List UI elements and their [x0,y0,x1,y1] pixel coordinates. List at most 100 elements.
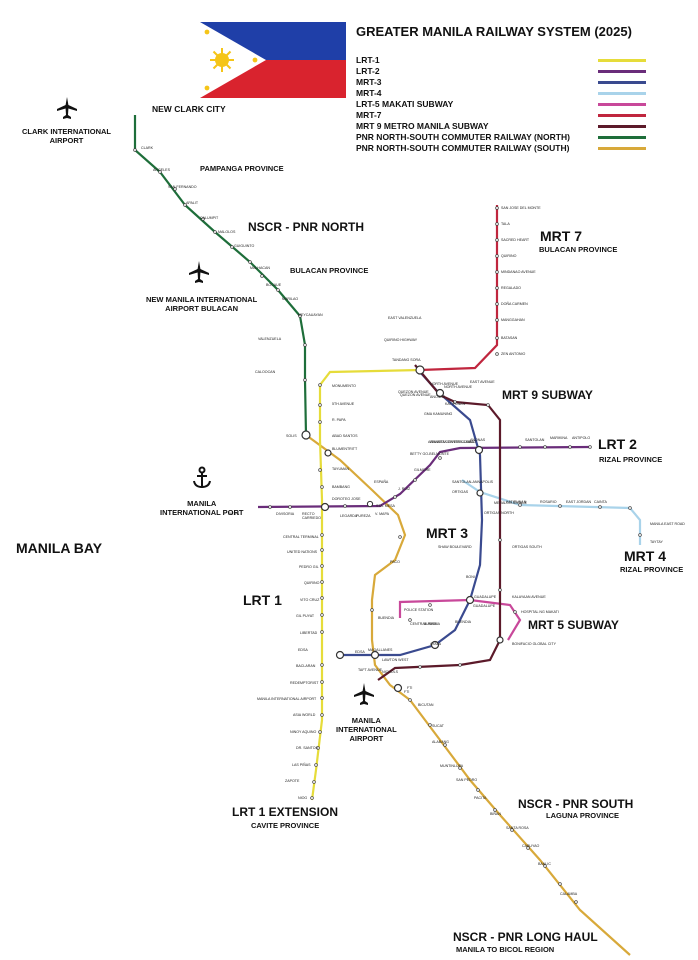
station-label-lrt1: PEDRO GIL [299,565,319,569]
station-label-north: SAN FERNANDO [168,185,197,189]
legend-swatch [598,81,646,84]
label-nscr-long: NSCR - PNR LONG HAUL [453,930,598,944]
legend-item: LRT-1 [356,55,648,66]
station-label-south: PACITA [474,796,487,800]
station-label-mrt9: QUEZON AVENUE [398,390,429,394]
station-label-lrt2: MARIKINA [550,436,568,440]
station-label-lrt1: ASIA WORLD [293,713,316,717]
station-label-mrt9: ANONAS [430,395,446,399]
airplane-icon [189,261,209,283]
station-label-lrt1: LAS PIÑAS [292,763,311,767]
interchange-north-avenue [435,388,445,398]
station-label-lrt2: V. MAPA [375,512,389,516]
interchange-guadalupe [465,595,475,605]
station-label-lrt1: GIL PUYAT [296,614,315,618]
station-label-mrt3: TAFT AVENUE [358,668,382,672]
station-label-mrt3: MAGALLANES [368,648,393,652]
station-label-south: FTI [404,690,410,694]
station-label-north: APALIT [186,201,199,205]
label-mrt4-sub: RIZAL PROVINCE [620,565,684,574]
station-label-north: MARILAO [282,297,299,301]
label-lrt2-sub: RIZAL PROVINCE [599,455,663,464]
station-label-mrt4: TAYTAY [650,540,663,544]
station-label-lrt2: GILMORE [414,468,431,472]
station-label-mrt4: MERALCO AVENUE [494,501,528,505]
interchange-monumento [415,365,425,375]
label-lrt1: LRT 1 [243,592,282,608]
station-label-mrt5: BUENDIA [455,620,471,624]
station-label-mrt7: SACRED HEART [501,238,530,242]
station-label-mrt4: CAINTA [594,500,607,504]
station-label-lrt2: SANTOLAN [525,438,545,442]
station-label-mrt3: ORTIGAS [452,490,469,494]
station-label-mrt7: QUIRINO [501,254,517,258]
station-label-north: MALHACAN [250,266,270,270]
station-label-south: MUNTINLUPA [440,764,464,768]
station-label-south: CABUYAO [522,844,540,848]
legend-swatch [598,114,646,117]
lrt2-line [257,445,591,509]
station-label-lrt1: R. PAPA [332,418,346,422]
station-ticks [133,148,642,904]
station-label-mrt3: GMA KAMUNING [424,412,453,416]
label-nscr-long-sub: MANILA TO BICOL REGION [456,945,555,954]
station-label-lrt1: QUIRINO [304,581,320,585]
station-label-lrt1: REDEMPTORIST [290,681,319,685]
interchange-blumentritt [324,449,332,457]
station-label-mrt3: NORTH AVENUE [430,382,459,386]
station-label-mrt7: MANGGAHAN [501,318,525,322]
philippine-flag-icon [200,22,346,98]
mrt3-line [340,371,484,657]
legend-swatch [598,70,646,73]
station-label-lrt1: DR. SANTOS [296,746,318,750]
station-label-lrt2: RECTO [302,512,315,516]
station-label-mrt3: BONI [466,575,475,579]
station-label-mrt9: NORTH AVENUE [444,385,473,389]
station-label-mrt3: SHAW BOULEVARD [438,545,472,549]
station-label-lrt1: MONUMENTO [332,384,356,388]
station-label-lrt2: LEGARDA [340,514,358,518]
station-label-mrt9: FTI [407,686,413,690]
station-label-mrt3: QUEZON AVENUE [400,393,431,397]
airplane-icon [57,97,77,119]
label-mrt7-sub: BULACAN PROVINCE [539,245,618,254]
station-label-lrt1: EDSA [298,648,308,652]
station-label-mrt9: TANDANG SORA [392,358,421,362]
station-label-north: SOLIS [286,434,297,438]
station-label-mrt9: QUIRINO HIGHWAY [384,338,418,342]
label-mrt9: MRT 9 SUBWAY [502,388,593,402]
label-manila-bay: MANILA BAY [16,540,103,556]
label-mrt4: MRT 4 [624,548,666,564]
label-nmia: NEW MANILA INTERNATIONAL AIRPORT BULACAN [146,295,258,313]
station-label-mrt9: KATIPUNAN [445,402,466,406]
legend-item: MRT-3 [356,77,648,88]
label-mrt3: MRT 3 [426,525,468,541]
station-label-lrt2: ANTIPOLO [572,436,591,440]
legend-label: PNR NORTH-SOUTH COMMUTER RAILWAY (NORTH) [356,132,570,142]
station-label-lrt1: NINOY AQUINO [290,730,317,734]
station-label-mrt9: EAST AVENUE [470,380,495,384]
station-label-lrt1: VITO CRUZ [300,598,320,602]
station-label-lrt1: BACLARAN [296,664,316,668]
station-label-north: GUIGUINTO [234,244,255,248]
lrt5-line [398,598,522,641]
legend-swatch [598,103,646,106]
interchange-ortigas [476,489,484,497]
station-label-mrt7: SAN JOSE DEL MONTE [501,206,541,210]
flag-stars [204,29,258,91]
station-label-lrt1: ZAPOTE [285,779,300,783]
legend-swatch [598,147,646,150]
station-label-lrt1: TAYUMAN [332,467,350,471]
station-label-lrt1: MANILA INTERNATIONAL AIRPORT [257,697,317,701]
mrt7-line [419,205,499,372]
airplane-icon [354,683,374,705]
station-label-mrt7: DOÑA CARMEN [501,302,528,306]
anchor-icon [193,466,211,489]
station-label-mrt9: ORTIGAS SOUTH [512,545,542,549]
station-label-mrt7: BATASAN [501,336,518,340]
legend-label: PNR NORTH-SOUTH COMMUTER RAILWAY (SOUTH) [356,143,570,153]
station-label-lrt2: ARANETA CENTER-CUBAO [428,440,475,444]
station-label-south: SUCAT [432,724,444,728]
station-label-north: BOCAUE [266,283,282,287]
legend-item: LRT-2 [356,66,648,77]
